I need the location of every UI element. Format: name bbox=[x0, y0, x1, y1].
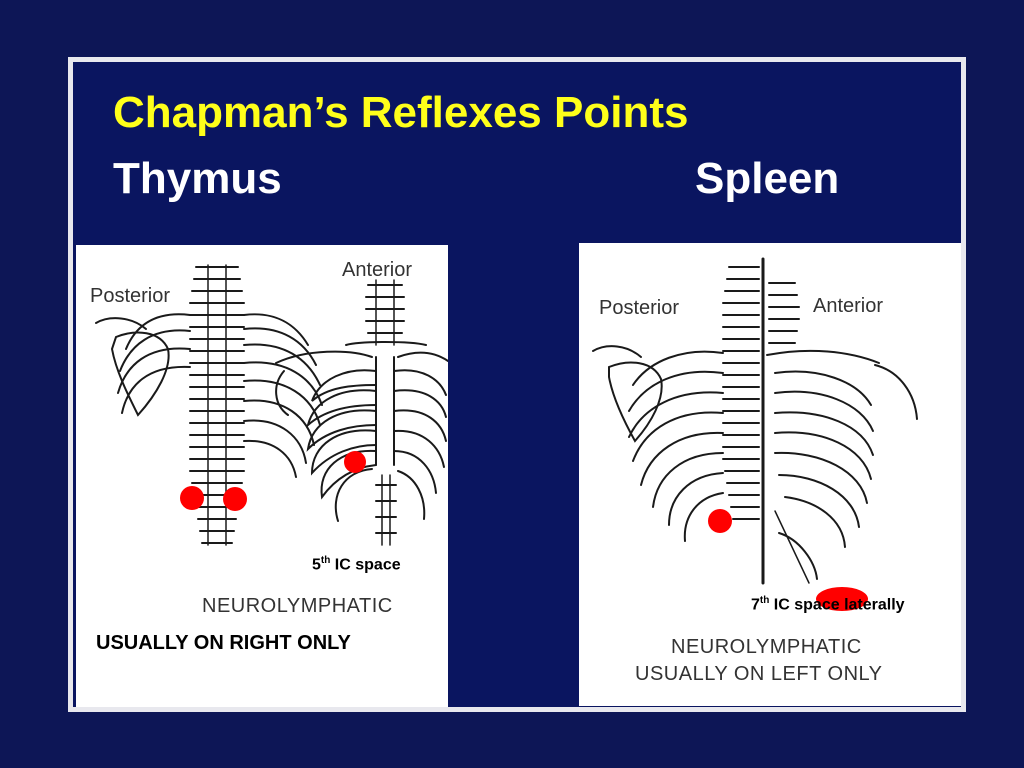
thymus-anterior-label: Anterior bbox=[342, 259, 413, 281]
thymus-ic-suffix: th bbox=[320, 555, 331, 566]
spleen-neurolymphatic-label: NEUROLYMPHATIC bbox=[671, 636, 862, 658]
thymus-neurolymphatic-label: NEUROLYMPHATIC bbox=[202, 595, 393, 617]
anterior-ribcage-illustration bbox=[275, 279, 448, 546]
anterior-ribcage-illustration bbox=[766, 282, 918, 584]
spleen-ic-text: IC space laterally bbox=[769, 596, 905, 614]
spleen-ic-number: 7 bbox=[751, 596, 760, 614]
spleen-ic-space-label: 7th IC space laterally bbox=[751, 595, 905, 614]
thymus-ic-text: IC space bbox=[330, 556, 401, 574]
posterior-spine-illustration bbox=[95, 264, 323, 546]
thymus-ic-space-label: 5th IC space bbox=[312, 555, 401, 574]
spleen-heading: Spleen bbox=[695, 154, 840, 203]
spleen-reflex-points bbox=[708, 509, 868, 611]
thymus-ic-number: 5 bbox=[312, 556, 321, 574]
thymus-posterior-label: Posterior bbox=[90, 285, 171, 307]
spleen-note: USUALLY ON LEFT ONLY bbox=[635, 663, 883, 685]
thymus-reflex-points bbox=[180, 451, 366, 511]
thymus-posterior-point-right bbox=[223, 487, 247, 511]
posterior-spine-illustration bbox=[592, 266, 760, 542]
spleen-posterior-point bbox=[708, 509, 732, 533]
thymus-diagram: Posterior Anterior 5th IC space NEUROLYM… bbox=[76, 245, 448, 707]
thymus-posterior-point-left bbox=[180, 486, 204, 510]
thymus-note: USUALLY ON RIGHT ONLY bbox=[96, 632, 351, 654]
spleen-posterior-label: Posterior bbox=[599, 297, 680, 319]
thymus-anterior-point bbox=[344, 451, 366, 473]
spleen-skeleton-drawing bbox=[592, 257, 918, 611]
thymus-heading: Thymus bbox=[113, 154, 282, 203]
thymus-skeleton-drawing bbox=[95, 264, 448, 546]
spleen-diagram: Posterior Anterior 7th IC space laterall… bbox=[579, 243, 961, 706]
spleen-anterior-label: Anterior bbox=[813, 295, 884, 317]
spleen-anterior-point bbox=[816, 587, 868, 611]
spleen-ic-suffix: th bbox=[759, 595, 770, 606]
slide-frame: Chapman’s Reflexes Points Thymus Spleen bbox=[68, 57, 966, 712]
slide-title: Chapman’s Reflexes Points bbox=[113, 88, 689, 137]
